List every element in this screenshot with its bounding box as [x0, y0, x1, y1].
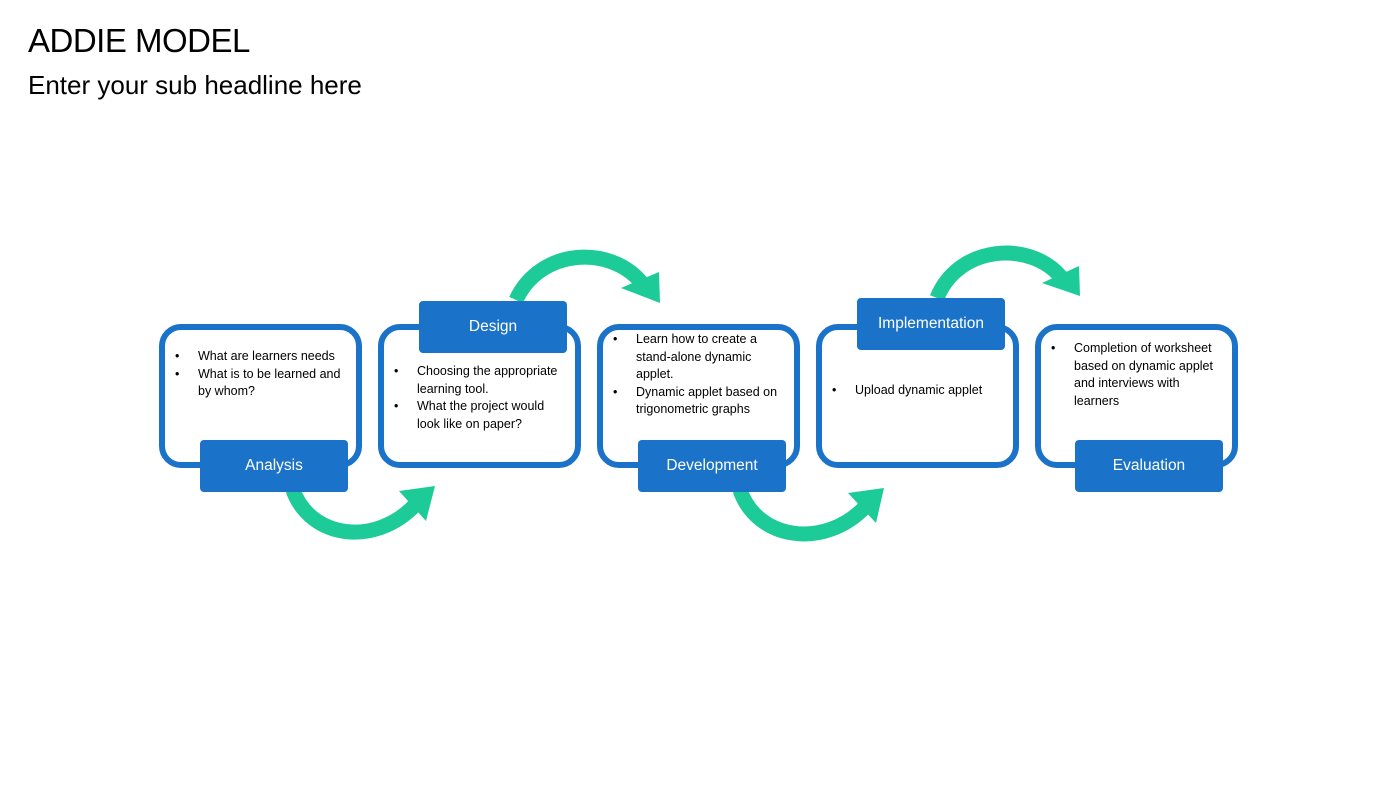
stage-bullets: Learn how to create a stand-alone dynami…	[613, 331, 786, 419]
bullet-item: What the project would look like on pape…	[394, 398, 567, 433]
bullet-item: Completion of worksheet based on dynamic…	[1051, 340, 1224, 410]
page-title: ADDIE MODEL	[28, 22, 250, 59]
arrow-implementation-to-evaluation	[930, 245, 1080, 302]
stage-label-implementation: Implementation	[857, 298, 1005, 350]
bullet-item: Choosing the appropriate learning tool.	[394, 363, 567, 398]
stage-label-design: Design	[419, 301, 567, 353]
stage-label-evaluation: Evaluation	[1075, 440, 1223, 492]
bullet-item: Dynamic applet based on trigonometric gr…	[613, 384, 786, 419]
stage-label-development: Development	[638, 440, 786, 492]
bullet-item: Upload dynamic applet	[832, 382, 1005, 400]
bullet-item: What are learners needs	[175, 348, 348, 366]
arrow-design-to-development	[509, 249, 660, 304]
arrow-development-to-implementation	[732, 487, 884, 542]
page-subtitle: Enter your sub headline here	[28, 70, 362, 100]
bullet-item: What is to be learned and by whom?	[175, 366, 348, 401]
stage-bullets: Upload dynamic applet	[832, 382, 1005, 400]
bullet-item: Learn how to create a stand-alone dynami…	[613, 331, 786, 384]
arrow-analysis-to-design	[285, 486, 435, 540]
stage-label-analysis: Analysis	[200, 440, 348, 492]
stage-bullets: What are learners needs What is to be le…	[175, 348, 348, 401]
stage-bullets: Completion of worksheet based on dynamic…	[1051, 340, 1224, 410]
stage-bullets: Choosing the appropriate learning tool. …	[394, 363, 567, 433]
